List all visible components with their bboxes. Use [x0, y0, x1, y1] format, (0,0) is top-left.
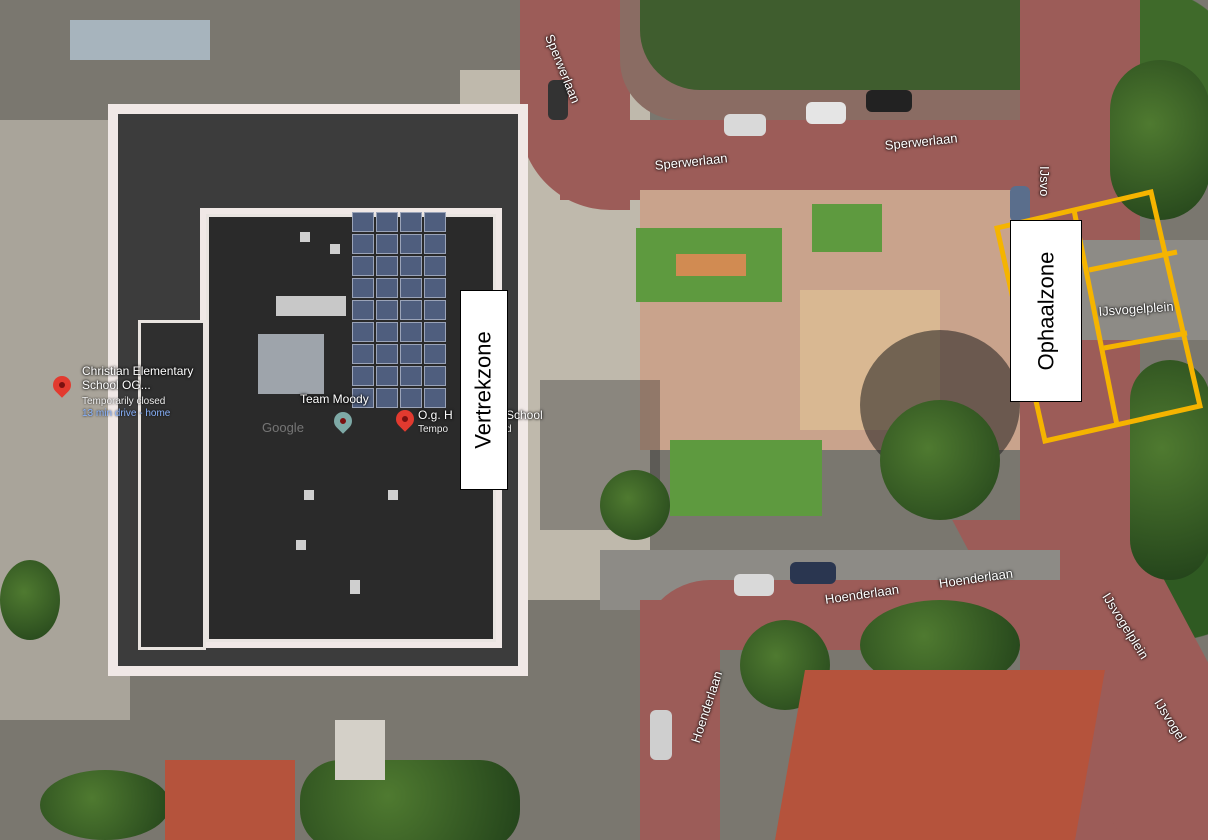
- solar-panel: [376, 300, 398, 320]
- google-watermark: Google: [262, 420, 304, 435]
- solar-panel: [400, 366, 422, 386]
- solar-panel: [376, 212, 398, 232]
- sperwerlaan-gardens: [640, 0, 1020, 90]
- solar-panel: [424, 344, 446, 364]
- solar-panel: [376, 366, 398, 386]
- parked-car: [724, 114, 766, 136]
- tree: [1110, 60, 1208, 220]
- solar-panel: [376, 256, 398, 276]
- playground-sandbox: [676, 254, 746, 276]
- solar-panel: [424, 322, 446, 342]
- rooftop-vent: [296, 540, 306, 550]
- ophaalzone-segment: [1103, 330, 1188, 351]
- skylights: [258, 334, 324, 394]
- poi-title[interactable]: School OG...: [82, 378, 151, 392]
- solar-panel: [424, 256, 446, 276]
- poi-status: d: [506, 424, 512, 435]
- rooftop-vent: [304, 490, 314, 500]
- vertrekzone-label: Vertrekzone: [460, 290, 508, 490]
- rooftop-unit: [276, 296, 346, 316]
- parked-car: [1010, 186, 1030, 222]
- house-roof: [165, 760, 295, 840]
- tree: [40, 770, 170, 840]
- solar-panel: [352, 234, 374, 254]
- solar-panel: [376, 388, 398, 408]
- playground-grass-2: [812, 204, 882, 252]
- parked-car: [790, 562, 836, 584]
- solar-panel: [376, 322, 398, 342]
- rooftop-vent: [300, 232, 310, 242]
- school-side-roof: [138, 320, 206, 650]
- solar-panel: [376, 344, 398, 364]
- vertrekzone-text: Vertrekzone: [471, 331, 496, 449]
- tree: [0, 560, 60, 640]
- tree: [880, 400, 1000, 520]
- tree: [600, 470, 670, 540]
- shed-roof: [335, 720, 385, 780]
- solar-panel: [424, 234, 446, 254]
- solar-panel: [424, 366, 446, 386]
- solar-panel: [352, 256, 374, 276]
- solar-panel: [400, 388, 422, 408]
- ophaalzone-label: Ophaalzone: [1010, 220, 1082, 402]
- solar-panel: [400, 300, 422, 320]
- solar-panel: [376, 234, 398, 254]
- ophaalzone-segment: [1088, 249, 1178, 273]
- poi-title[interactable]: O.g. H: [418, 408, 453, 422]
- parked-car: [548, 80, 568, 120]
- tree: [1130, 360, 1208, 580]
- solar-panel: [352, 278, 374, 298]
- solar-panel: [400, 212, 422, 232]
- poi-drive-time[interactable]: 13 min drive - home: [82, 408, 171, 419]
- parked-car: [650, 710, 672, 760]
- poi-title[interactable]: Team Moody: [300, 392, 369, 406]
- solar-panel: [424, 278, 446, 298]
- solar-panel: [400, 344, 422, 364]
- parked-car: [806, 102, 846, 124]
- poi-status: Temporarily closed: [82, 396, 166, 407]
- solar-panel: [352, 344, 374, 364]
- solar-panel: [352, 366, 374, 386]
- poi-status: Tempo: [418, 424, 449, 435]
- solar-panel: [424, 388, 446, 408]
- parked-car: [734, 574, 774, 596]
- solar-panel: [424, 212, 446, 232]
- rooftop-vent: [350, 580, 360, 594]
- ophaalzone-text: Ophaalzone: [1033, 251, 1058, 371]
- solar-panel: [424, 300, 446, 320]
- solar-panel: [400, 278, 422, 298]
- parked-car: [866, 90, 912, 112]
- poi-title[interactable]: School: [506, 408, 543, 422]
- solar-panel: [400, 322, 422, 342]
- sperwerlaan-road-horizontal: [560, 120, 1080, 200]
- poi-title[interactable]: Christian Elementary: [82, 364, 194, 378]
- playground-grass-3: [670, 440, 822, 516]
- solar-panel: [352, 212, 374, 232]
- rooftop-vent: [330, 244, 340, 254]
- solar-panel: [376, 278, 398, 298]
- solar-panel: [352, 388, 374, 408]
- solar-panel: [400, 234, 422, 254]
- solar-panel: [352, 322, 374, 342]
- solar-panel: [400, 256, 422, 276]
- school-main-roof: [206, 214, 496, 642]
- rooftop-vent: [388, 490, 398, 500]
- solar-panel: [352, 300, 374, 320]
- shed-roof: [70, 20, 210, 60]
